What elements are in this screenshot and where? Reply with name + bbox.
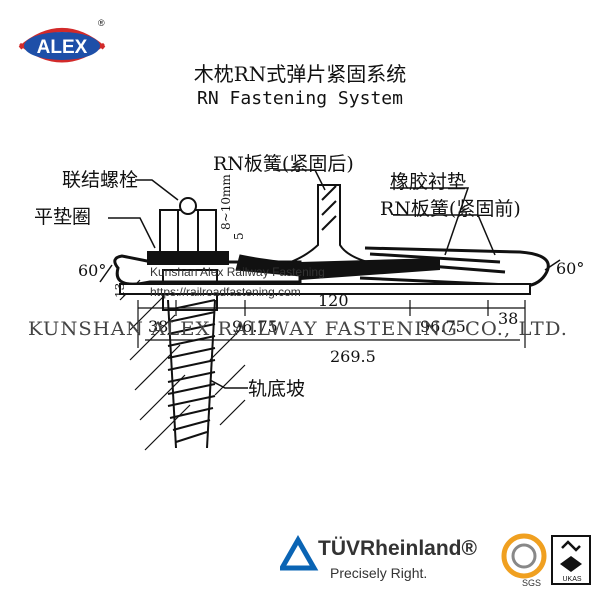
base-plate xyxy=(119,283,531,295)
dim-96-75-right: 96.75 xyxy=(420,317,466,336)
ukas-label: UKAS xyxy=(562,576,581,583)
sgs-badge-icon: SGS xyxy=(501,533,547,588)
dim-96-75-left: 96.75 xyxy=(232,317,278,336)
title-chinese: 木枕RN式弹片紧固系统 xyxy=(193,62,407,86)
tuv-name: TÜVRheinland® xyxy=(318,537,477,560)
label-rubber-pad: 橡胶衬垫 xyxy=(390,171,466,193)
rubber-pad xyxy=(300,258,440,280)
tuv-logo-mark xyxy=(280,534,319,571)
dim-gap: 8~10mm xyxy=(219,174,233,230)
label-rn-before: RN板簧(紧固前) xyxy=(380,198,521,220)
label-washer: 平垫圈 xyxy=(34,206,91,228)
label-bolt: 联结螺栓 xyxy=(62,169,138,191)
tuv-triangle-icon xyxy=(280,534,319,571)
dim-angle-left: 60° xyxy=(78,261,106,280)
bolt-and-washer xyxy=(147,197,229,265)
tuv-tagline: Precisely Right. xyxy=(330,565,428,581)
logo-text: ALEX xyxy=(37,37,88,58)
dim-edge: 13 xyxy=(113,283,127,298)
watermark-line1: Kunshan Alex Railway Fastening xyxy=(150,265,325,279)
dim-small: 5 xyxy=(232,232,246,240)
title-english: RN Fastening System xyxy=(197,88,403,109)
ukas-badge-icon: UKAS xyxy=(551,535,591,585)
dim-total: 269.5 xyxy=(330,347,376,366)
dim-38-left: 38 xyxy=(148,317,168,336)
dimension-lines xyxy=(137,300,526,348)
angle-marks xyxy=(99,259,561,283)
label-rail-slope: 轨底坡 xyxy=(248,378,305,400)
alex-logo: ALEX ® xyxy=(18,18,106,63)
dim-38-right: 38 xyxy=(498,309,518,328)
sgs-label: SGS xyxy=(522,578,541,588)
label-rn-after: RN板簧(紧固后) xyxy=(213,153,354,175)
dim-120: 120 xyxy=(318,291,349,310)
watermark-line2: https://railroadfastening.com xyxy=(150,285,301,299)
dim-angle-right: 60° xyxy=(556,259,584,278)
watermark-line3: KUNSHAN ALEX RAILWAY FASTENING CO., LTD. xyxy=(28,318,568,340)
logo-registered-mark: ® xyxy=(98,18,105,28)
logo-ellipse xyxy=(24,32,100,60)
leader-lines xyxy=(108,169,496,389)
